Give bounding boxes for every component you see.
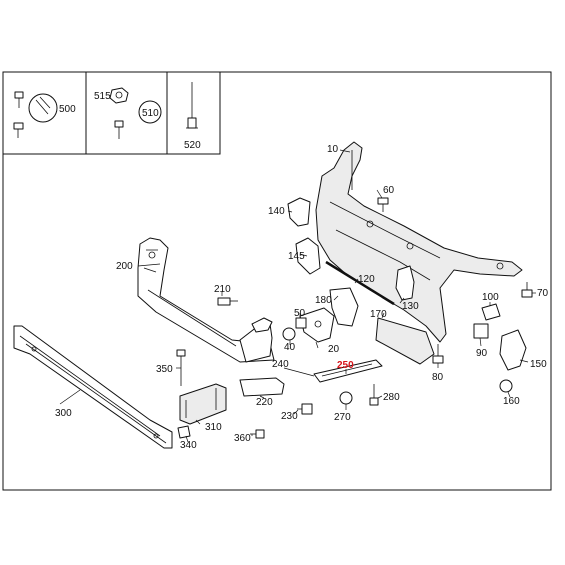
callout-520[interactable]: 520 (184, 140, 201, 151)
callout-340[interactable]: 340 (180, 440, 197, 451)
callout-70[interactable]: 70 (537, 288, 549, 299)
callout-160[interactable]: 160 (503, 396, 520, 407)
part-150-bracket (499, 329, 527, 371)
part-60-bolt (377, 197, 389, 212)
part-80-bolt (432, 344, 444, 364)
part-145-bracket (295, 237, 321, 275)
callout-510[interactable]: 510 (142, 108, 159, 119)
part-230-bolt (297, 403, 313, 415)
callout-80[interactable]: 80 (432, 372, 444, 383)
part-270-nut (339, 391, 353, 405)
legend-box-500: 500 (2, 71, 87, 155)
callout-50[interactable]: 50 (294, 308, 306, 319)
callout-280[interactable]: 280 (383, 392, 400, 403)
callout-220[interactable]: 220 (256, 397, 273, 408)
callout-20[interactable]: 20 (328, 344, 340, 355)
part-250-strip (313, 359, 383, 383)
part-240-crossmember (239, 317, 273, 363)
callout-360[interactable]: 360 (234, 433, 251, 444)
part-140-bracket (287, 197, 311, 227)
leader-lines (59, 149, 536, 443)
callout-515[interactable]: 515 (94, 91, 111, 102)
callout-180[interactable]: 180 (315, 295, 332, 306)
part-130-bracket (395, 265, 415, 301)
legend-box-520: 520 (166, 71, 221, 155)
callout-120[interactable]: 120 (358, 274, 375, 285)
callout-200[interactable]: 200 (116, 261, 133, 272)
part-300-bumper-beam (13, 325, 173, 449)
callout-240[interactable]: 240 (272, 359, 289, 370)
callout-100[interactable]: 100 (482, 292, 499, 303)
callout-350[interactable]: 350 (156, 364, 173, 375)
part-310-bracket (179, 383, 227, 425)
rivet-icon (186, 82, 198, 129)
part-90-block (473, 323, 489, 339)
legend-box-515-510: 515 510 (85, 71, 168, 155)
callout-60[interactable]: 60 (383, 185, 395, 196)
callout-270[interactable]: 270 (334, 412, 351, 423)
callout-130[interactable]: 130 (402, 301, 419, 312)
callout-230[interactable]: 230 (281, 411, 298, 422)
washer-icon (138, 100, 162, 124)
part-160-nut (499, 379, 513, 393)
callout-310[interactable]: 310 (205, 422, 222, 433)
part-100-clip (481, 303, 501, 321)
callout-140[interactable]: 140 (268, 206, 285, 217)
bolt-icon (114, 120, 124, 139)
callout-145[interactable]: 145 (288, 251, 305, 262)
callout-40[interactable]: 40 (284, 342, 296, 353)
wrench-icon (28, 93, 58, 123)
part-210-bolt (217, 297, 238, 306)
callout-labels: 10 60 140 145 120 130 180 50 40 20 170 1… (55, 144, 549, 451)
callout-150[interactable]: 150 (530, 359, 547, 370)
callout-500[interactable]: 500 (59, 104, 76, 115)
callout-300[interactable]: 300 (55, 408, 72, 419)
part-120-rod (325, 260, 395, 306)
part-50-clip (295, 317, 307, 329)
callout-90[interactable]: 90 (476, 348, 488, 359)
callout-10[interactable]: 10 (327, 144, 339, 155)
part-40-grommet (282, 327, 296, 341)
callout-250[interactable]: 250 (337, 360, 354, 371)
diagram-frame (2, 71, 552, 491)
part-340-clip (177, 425, 191, 439)
part-70-bolt (521, 282, 533, 298)
callout-210[interactable]: 210 (214, 284, 231, 295)
callout-170[interactable]: 170 (370, 309, 387, 320)
screw-icon (13, 91, 24, 138)
part-170-shield (375, 317, 435, 365)
part-280-bolt (369, 384, 379, 406)
part-350-bolt (176, 349, 186, 386)
nut-icon (109, 87, 129, 104)
part-20-bracket (299, 307, 335, 343)
part-220-bracket (239, 377, 285, 397)
part-360-bolt (250, 429, 265, 439)
part-180-bracket (329, 287, 359, 327)
